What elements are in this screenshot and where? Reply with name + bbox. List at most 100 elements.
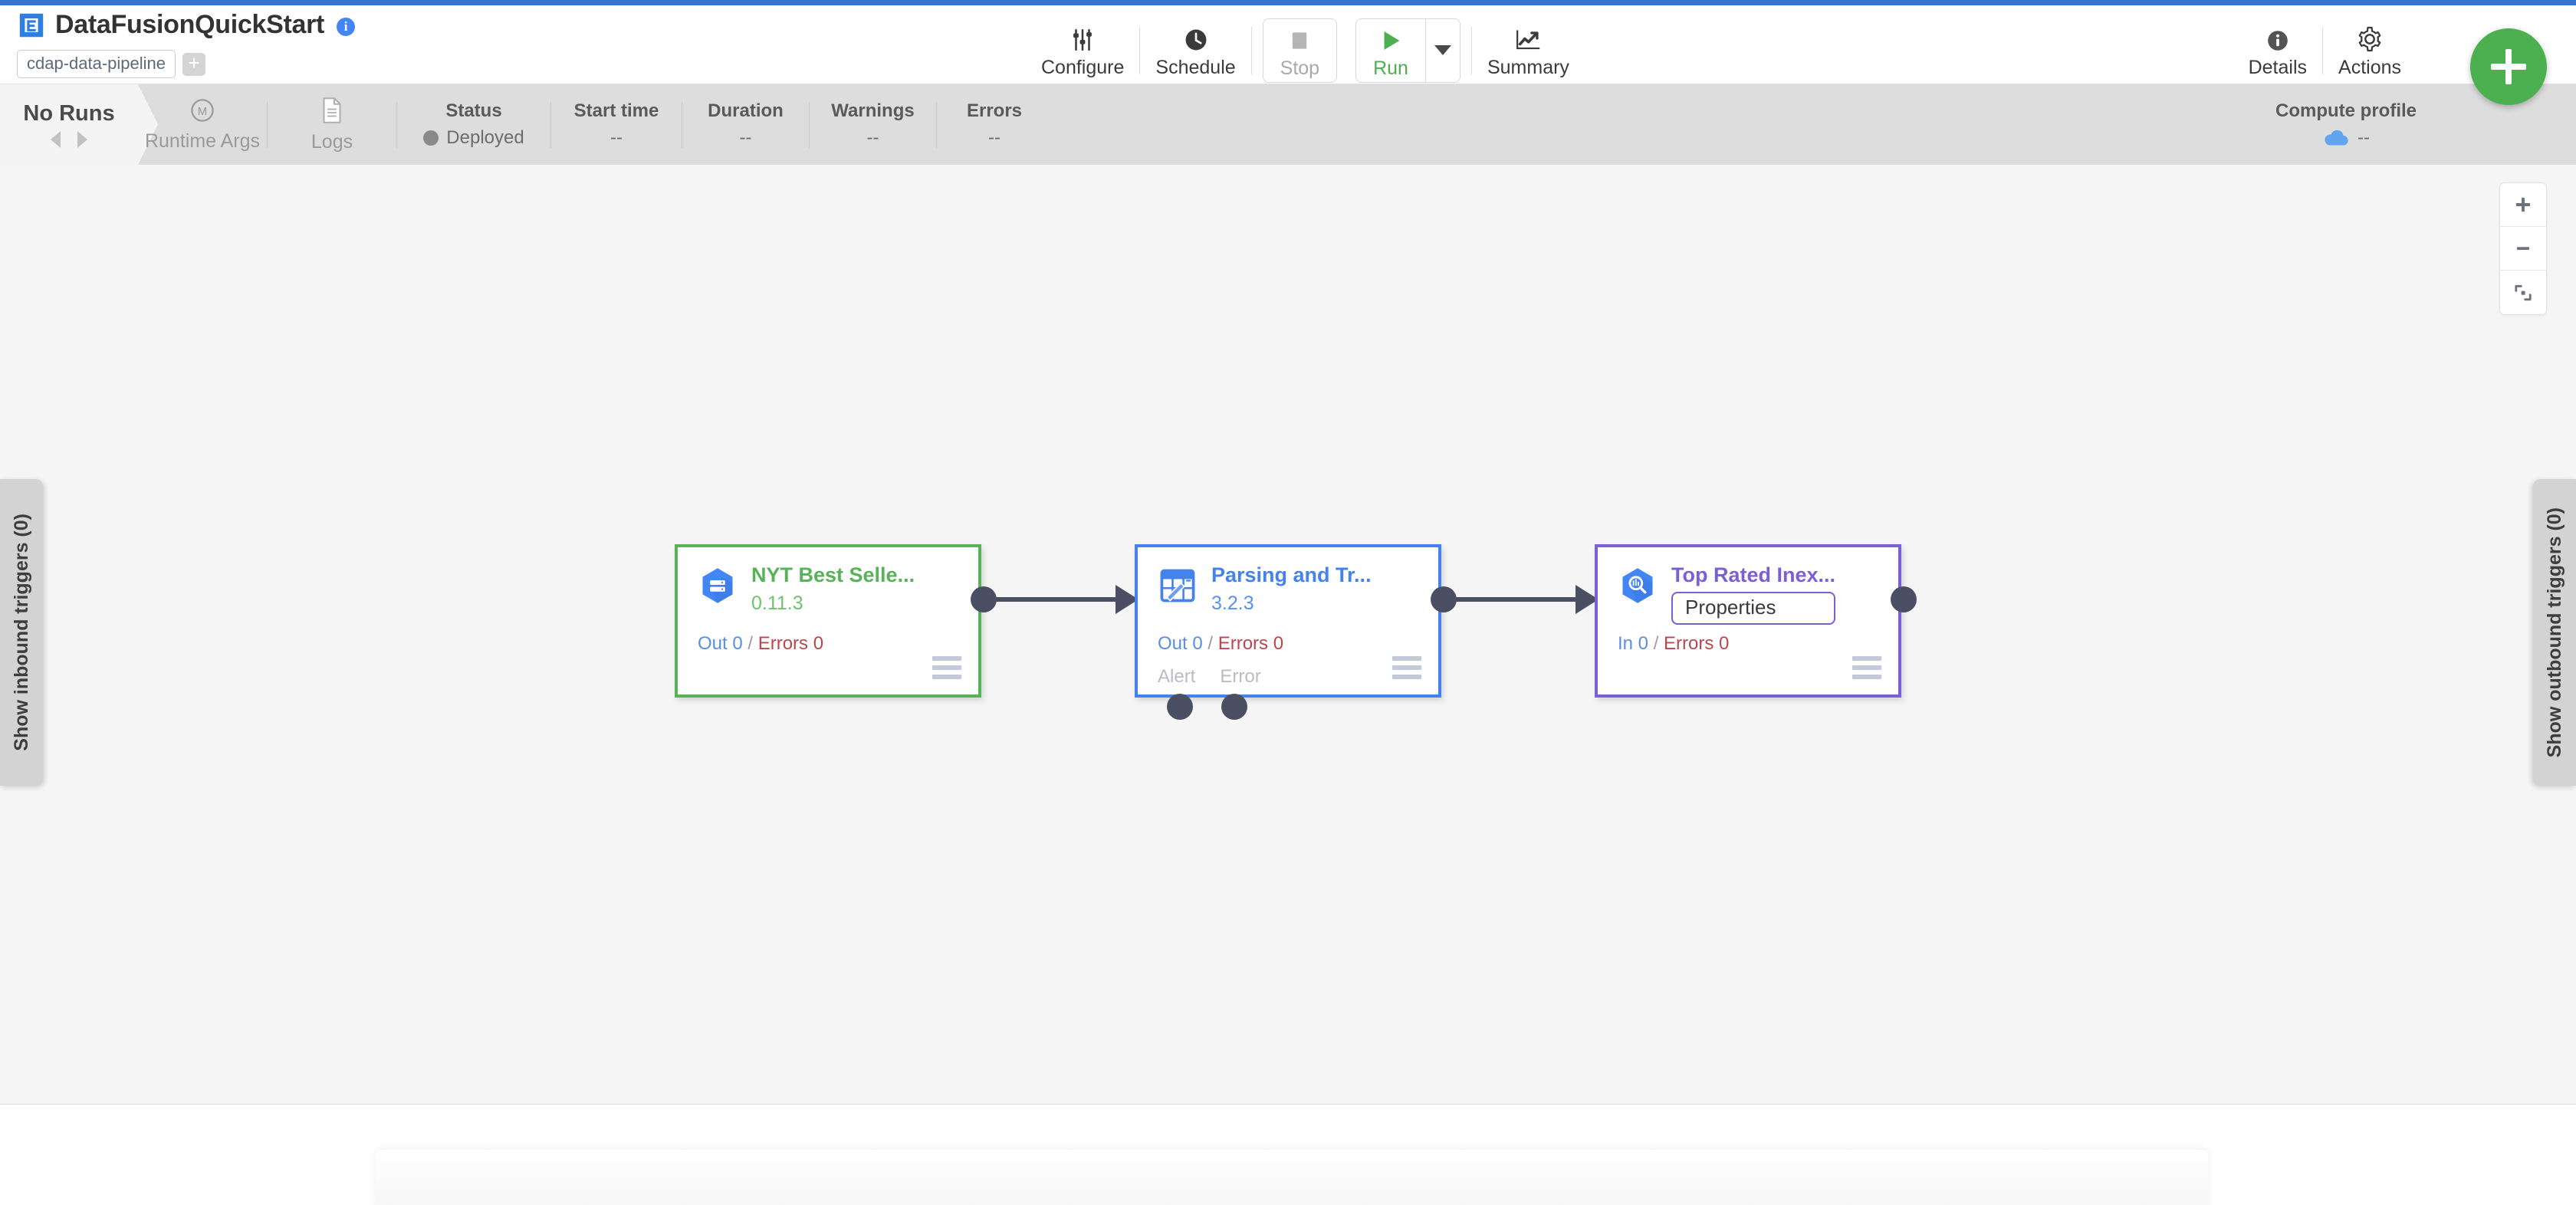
actions-label: Actions <box>2338 56 2401 78</box>
node-title-block: Top Rated Inex... Properties <box>1671 563 1836 625</box>
configure-button[interactable]: Configure <box>1027 18 1138 83</box>
node-alert-endpoint[interactable] <box>1167 694 1193 720</box>
plus-icon <box>2515 197 2531 212</box>
inbound-triggers-label: Show inbound triggers (0) <box>10 514 32 751</box>
no-runs-label: No Runs <box>23 101 115 126</box>
node-menu-icon[interactable] <box>932 656 961 679</box>
toolbar-divider <box>2322 26 2324 74</box>
cdap-logo-icon <box>19 13 44 37</box>
node-errors-label: Errors 0 <box>1217 633 1284 654</box>
info-icon[interactable]: i <box>337 17 356 36</box>
details-label: Details <box>2248 56 2308 78</box>
node-out-label: Out 0 <box>698 633 743 654</box>
canvas-zoom-controls <box>2499 182 2547 315</box>
schedule-label: Schedule <box>1155 56 1236 78</box>
wrangler-icon <box>1160 569 1195 602</box>
pipeline-node-sink[interactable]: Top Rated Inex... Properties In 0 / Erro… <box>1595 544 1901 698</box>
duration-value: -- <box>739 127 752 148</box>
logs-button[interactable]: Logs <box>268 84 396 165</box>
add-plugin-fab[interactable] <box>2470 28 2547 105</box>
node-error-endpoint[interactable] <box>1221 694 1247 720</box>
warnings-stat: Warnings -- <box>810 84 936 165</box>
node-errors-label: Errors 0 <box>1664 633 1730 654</box>
node-title-block: Parsing and Tr... 3.2.3 <box>1211 563 1372 615</box>
top-accent-rule <box>0 0 2576 5</box>
actions-button[interactable]: Actions <box>2325 18 2415 83</box>
runtime-args-label: Runtime Args <box>144 130 261 152</box>
node-name: NYT Best Selle... <box>751 563 915 586</box>
pipeline-node-transform[interactable]: Parsing and Tr... 3.2.3 Out 0 / Errors 0… <box>1135 544 1441 698</box>
node-properties-button[interactable]: Properties <box>1671 591 1836 625</box>
run-label: Run <box>1373 57 1408 79</box>
node-metric-sep: / <box>1653 633 1659 654</box>
caret-left-icon[interactable] <box>51 131 61 148</box>
node-in-label: In 0 <box>1618 633 1649 654</box>
errors-stat: Errors -- <box>937 84 1052 165</box>
zoom-out-button[interactable] <box>2500 227 2546 271</box>
duration-header: Duration <box>708 100 784 121</box>
run-button[interactable]: Run <box>1356 19 1425 84</box>
node-port-error[interactable]: Error <box>1220 666 1261 687</box>
node-version: 3.2.3 <box>1211 592 1254 614</box>
logs-label: Logs <box>310 130 353 153</box>
node-port-alert[interactable]: Alert <box>1158 666 1196 687</box>
duration-stat: Duration -- <box>682 84 809 165</box>
start-time-value: -- <box>610 127 623 148</box>
node-version: 0.11.3 <box>751 592 803 614</box>
compute-profile-block[interactable]: Compute profile -- <box>2275 84 2417 165</box>
node-ports: Alert Error <box>1158 666 1261 688</box>
pipeline-node-source[interactable]: NYT Best Selle... 0.11.3 Out 0 / Errors … <box>675 544 981 698</box>
node-menu-icon[interactable] <box>1852 656 1881 679</box>
stop-button[interactable]: Stop <box>1263 19 1336 84</box>
summary-label: Summary <box>1487 56 1569 78</box>
outbound-triggers-label: Show outbound triggers (0) <box>2543 507 2565 758</box>
play-triangle-icon <box>1378 23 1404 54</box>
schedule-button[interactable]: Schedule <box>1142 18 1249 83</box>
sliders-icon <box>1070 22 1096 53</box>
compute-profile-header: Compute profile <box>2275 100 2417 121</box>
pipeline-toolbar: Configure Schedule Stop <box>1027 11 1583 90</box>
errors-value: -- <box>988 127 1001 148</box>
fit-to-screen-button[interactable] <box>2500 271 2546 314</box>
node-output-endpoint-3[interactable] <box>1891 586 1917 612</box>
status-value-row: Deployed <box>423 127 524 149</box>
node-metrics: Out 0 / Errors 0 <box>698 633 823 655</box>
inbound-triggers-tab[interactable]: Show inbound triggers (0) <box>0 479 43 786</box>
node-menu-icon[interactable] <box>1392 656 1421 679</box>
run-bar-divider <box>809 101 810 148</box>
compute-profile-value-row: -- <box>2322 127 2370 149</box>
summary-button[interactable]: Summary <box>1474 18 1583 83</box>
details-button[interactable]: Details <box>2235 18 2321 83</box>
brand-block: DataFusionQuickStart i <box>17 10 356 40</box>
pipeline-canvas[interactable]: Show inbound triggers (0) Show outbound … <box>0 165 2576 1105</box>
toolbar-divider <box>1250 26 1252 74</box>
status-value: Deployed <box>446 127 524 148</box>
configure-label: Configure <box>1041 56 1125 78</box>
run-options-dropdown[interactable] <box>1426 19 1460 82</box>
runtime-args-button[interactable]: M Runtime Args <box>138 84 267 165</box>
node-name: Top Rated Inex... <box>1671 563 1836 586</box>
node-output-endpoint-2[interactable] <box>1431 586 1457 612</box>
start-time-stat: Start time -- <box>551 84 682 165</box>
run-bar-items: M Runtime Args Logs Status <box>138 84 1052 165</box>
artifact-type-chip[interactable]: cdap-data-pipeline <box>17 50 176 78</box>
run-bar-divider <box>396 101 397 148</box>
zoom-in-button[interactable] <box>2500 183 2546 227</box>
info-circle-icon <box>2266 22 2290 53</box>
run-button-box: Run <box>1355 18 1460 83</box>
outbound-triggers-tab[interactable]: Show outbound triggers (0) <box>2533 479 2576 786</box>
gear-icon <box>2356 22 2384 53</box>
run-status-bar: No Runs M Runtime Args <box>0 84 2576 165</box>
no-runs-block: No Runs <box>0 84 158 165</box>
connection-line-1 <box>984 597 1122 602</box>
add-tag-button[interactable]: + <box>182 52 206 76</box>
caret-right-icon[interactable] <box>77 131 87 148</box>
document-icon <box>320 97 343 128</box>
warnings-header: Warnings <box>831 100 915 121</box>
bottom-panel[interactable] <box>376 1150 2208 1205</box>
app-header: DataFusionQuickStart i cdap-data-pipelin… <box>0 5 2576 105</box>
compute-profile-value: -- <box>2358 127 2370 148</box>
node-metric-sep: / <box>748 633 754 654</box>
node-output-endpoint-1[interactable] <box>971 586 997 612</box>
